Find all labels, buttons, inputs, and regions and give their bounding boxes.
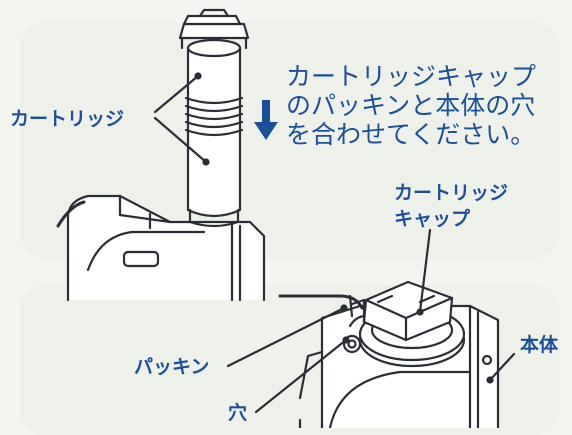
label-cartridge-cap-line2: キャップ [394, 208, 471, 230]
down-arrow-icon [254, 100, 278, 140]
instruction-line: を合わせてください。 [286, 120, 536, 149]
label-cartridge: カートリッジ [10, 108, 125, 130]
instruction-text: カートリッジキャップ のパッキンと本体の穴 を合わせてください。 [286, 62, 536, 149]
label-cartridge-cap-line1: カートリッジ [394, 182, 509, 204]
instruction-line: カートリッジキャップ [286, 62, 537, 91]
dispenser-body-top [56, 194, 266, 302]
label-hole: 穴 [228, 402, 248, 424]
cartridge-cap-top [178, 8, 250, 50]
label-body: 本体 [520, 334, 559, 356]
label-packing: パッキン [134, 356, 210, 378]
callout-cartridge [153, 72, 210, 166]
instruction-line: のパッキンと本体の穴 [286, 91, 536, 120]
cartridge [184, 38, 244, 228]
callout-bottom [226, 228, 516, 414]
cartridge-cap-bottom [348, 280, 466, 368]
